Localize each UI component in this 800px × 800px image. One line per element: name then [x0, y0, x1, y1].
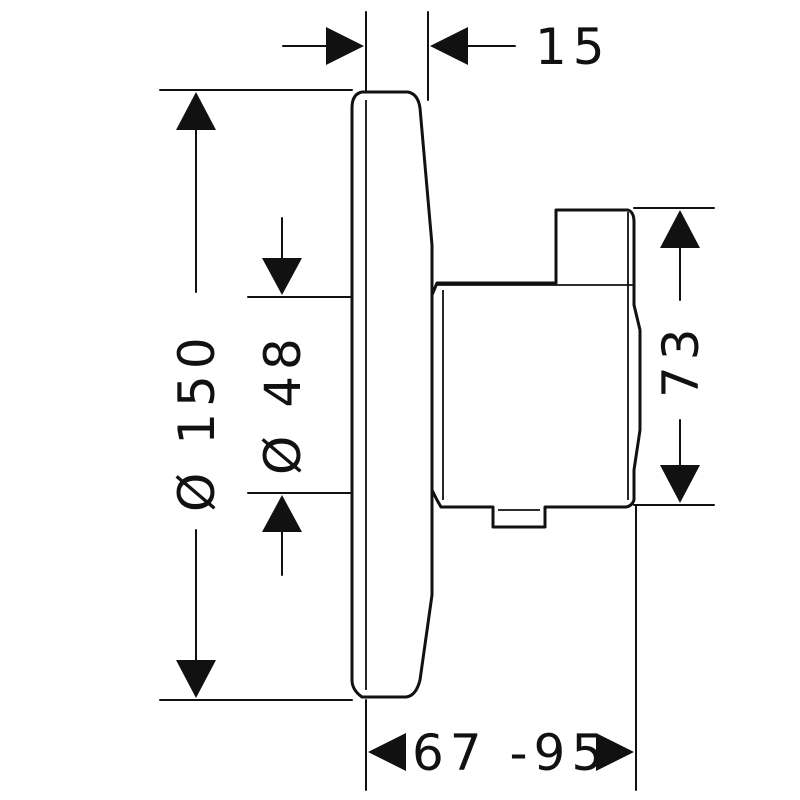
dimension-arrow	[262, 495, 302, 532]
dimension-arrow	[368, 733, 406, 771]
dimension-arrow	[660, 465, 700, 503]
dimension-arrow	[660, 210, 700, 248]
dimension-48: Ø 48	[247, 217, 353, 576]
dimension-150: Ø 150	[159, 89, 353, 701]
dimension-arrow	[596, 733, 634, 771]
dimension-73: 73	[633, 207, 715, 506]
dimension-arrow	[326, 27, 364, 65]
dimension-label-plate-diameter: Ø 150	[168, 331, 226, 512]
dimension-15: 15	[282, 11, 611, 101]
dimension-arrow	[262, 258, 302, 295]
dimension-arrow	[176, 92, 216, 130]
dimension-label-top: 15	[535, 18, 611, 76]
dimension-arrow	[176, 660, 216, 698]
dimension-label-body-height: 73	[652, 322, 710, 398]
dimension-arrow	[430, 27, 468, 65]
dimension-label-depth-range: 67 -95	[412, 724, 609, 782]
cover-plate	[350, 90, 434, 699]
valve-body	[430, 208, 642, 529]
dimension-label-cutout-diameter: Ø 48	[254, 332, 312, 475]
dimension-67-95: 67 -95	[365, 504, 637, 791]
